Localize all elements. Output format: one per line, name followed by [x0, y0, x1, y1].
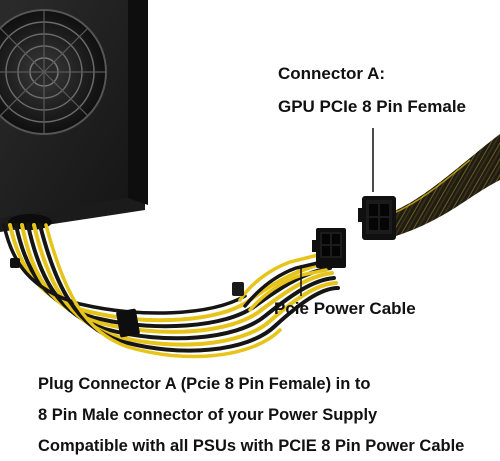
fan-icon: [0, 9, 107, 135]
wire-bundle: [2, 223, 340, 359]
pcie-male-connector: [312, 228, 346, 268]
caption-line-1: Plug Connector A (Pcie 8 Pin Female) in …: [38, 375, 371, 393]
wire-clip: [10, 258, 20, 268]
sleeve-wires: [391, 159, 471, 215]
caption-line-2: 8 Pin Male connector of your Power Suppl…: [38, 406, 378, 424]
aux-connector: [116, 308, 140, 338]
connector-a-description: GPU PCIe 8 Pin Female: [278, 97, 467, 116]
braided-sleeve: [392, 134, 500, 236]
psu-edge: [128, 0, 148, 205]
connector-a-title: Connector A:: [278, 64, 386, 83]
cable-label: Pcie Power Cable: [274, 299, 416, 318]
connector-a-female: [358, 134, 500, 240]
caption-line-3: Compatible with all PSUs with PCIE 8 Pin…: [38, 437, 465, 455]
power-supply-unit: [0, 0, 148, 232]
aux-connector-small: [232, 282, 244, 296]
